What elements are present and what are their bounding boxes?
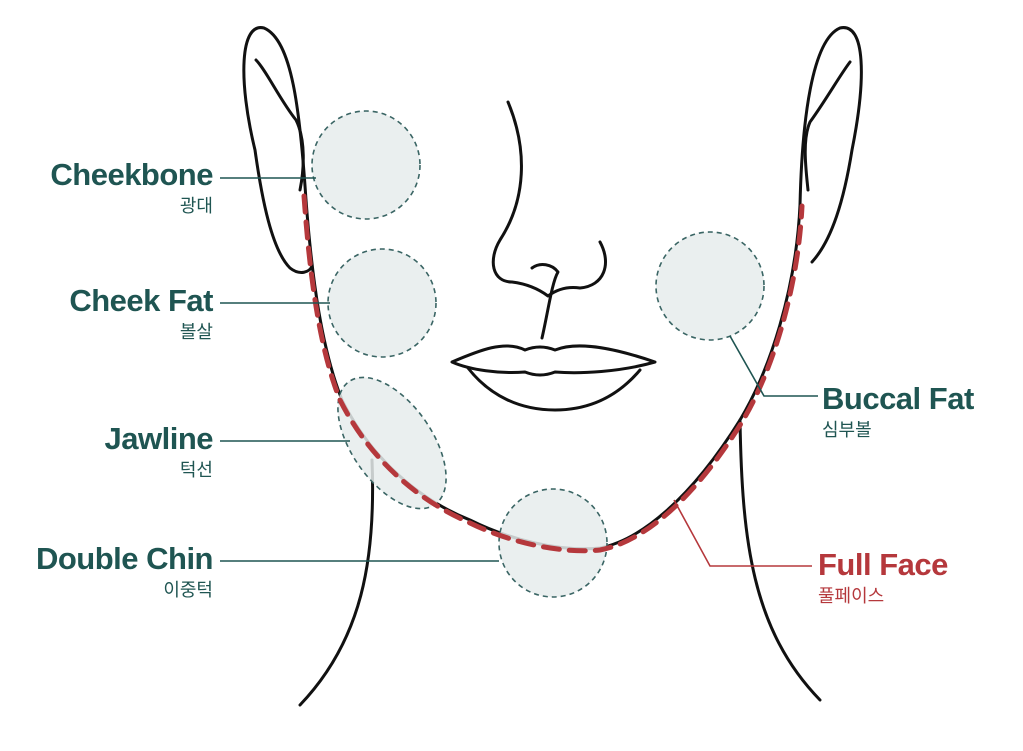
cheek-fat-label: Cheek Fat 볼살 [69,284,213,344]
nose-nostril [530,263,560,340]
left-ear-inner [254,58,305,192]
double-chin-label-ko: 이중턱 [163,580,213,601]
right-ear-inner [803,60,852,192]
buccal-fat-label: Buccal Fat 심부볼 [822,382,974,442]
zones [311,110,765,598]
buccal-fat-leader [729,335,818,397]
neck-right [738,418,822,702]
cheek-fat-zone [327,248,437,358]
full-face-label: Full Face 풀페이스 [818,548,948,608]
full-face-label-en: Full Face [818,547,948,582]
lower-lip [466,366,642,412]
left-ear [242,26,314,274]
right-ear [798,26,863,264]
jawline-label: Jawline 턱선 [105,422,214,482]
double-chin-label-en: Double Chin [35,541,214,576]
cheek-fat-label-ko: 볼살 [179,322,213,343]
jawline-label-en: Jawline [104,421,214,456]
nose [491,100,607,298]
leader-lines [220,177,818,567]
double-chin-zone [498,488,608,598]
cheekbone-zone [311,110,421,220]
cheek-fat-label-en: Cheek Fat [69,283,213,318]
double-chin-label: Double Chin 이중턱 [35,541,214,602]
buccal-fat-label-en: Buccal Fat [822,381,974,416]
jawline-label-ko: 턱선 [179,460,213,481]
full-face-outline [301,193,805,554]
cheekbone-label-en: Cheekbone [50,157,213,192]
buccal-fat-label-ko: 심부볼 [822,420,872,441]
full-face-leader [673,499,812,567]
buccal-fat-zone [655,231,765,341]
neck-left [298,458,375,707]
jawline-zone [337,376,447,510]
full-face-label-ko: 풀페이스 [818,586,885,607]
cheekbone-label: Cheekbone 광대 [50,158,213,218]
upper-lip [450,344,657,377]
cheekbone-label-ko: 광대 [179,196,213,217]
